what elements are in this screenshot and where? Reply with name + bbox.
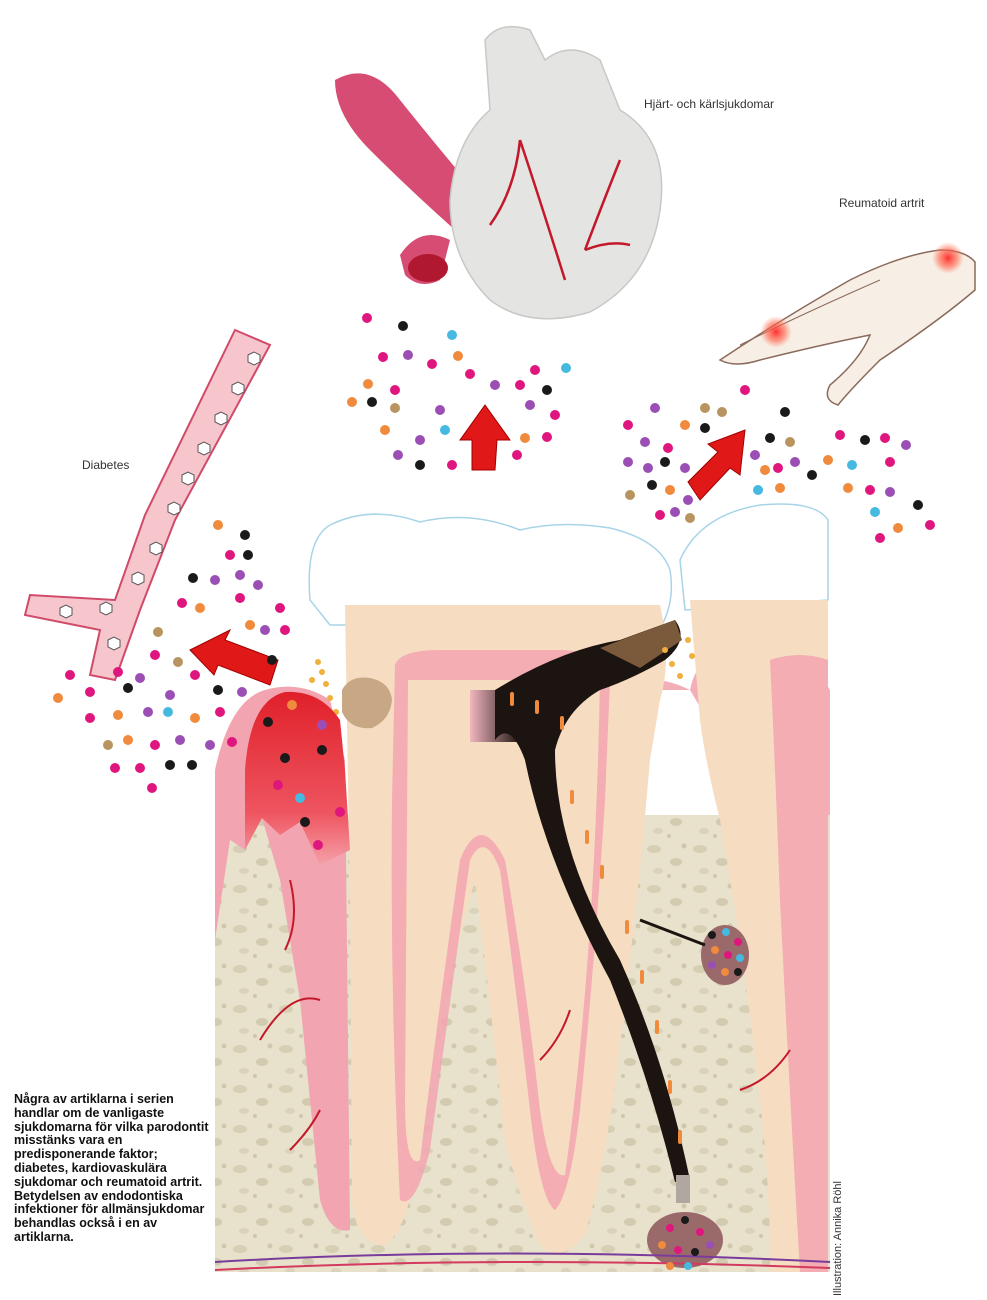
- joint-inflammation-wrist: [932, 242, 964, 274]
- heart-disease-label: Hjärt- och kärlsjukdomar: [644, 97, 774, 111]
- arrow-to-heart: [460, 405, 510, 470]
- arrow-to-diabetes: [190, 630, 278, 685]
- diabetes-label: Diabetes: [82, 458, 129, 472]
- heart-illustration: [335, 27, 662, 319]
- diabetes-blood-vessel: [25, 330, 270, 680]
- arthritis-label: Reumatoid artrit: [839, 196, 924, 210]
- joint-inflammation-finger: [760, 316, 792, 348]
- arrow-to-hand: [688, 430, 745, 500]
- hand-skeleton: [720, 250, 975, 405]
- illustration-credit: Illustration: Annika Röhl: [832, 1181, 844, 1296]
- caption-text: Några av artiklarna i serien handlar om …: [14, 1093, 214, 1245]
